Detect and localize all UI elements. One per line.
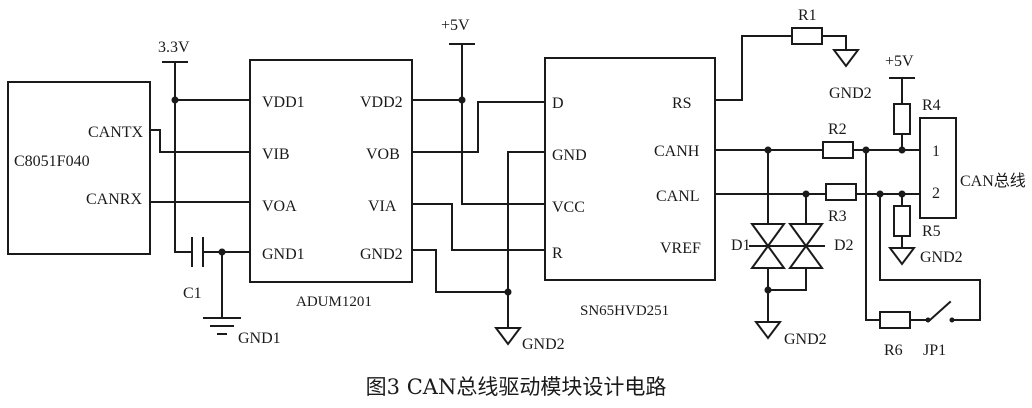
ground-gnd2-symbol	[888, 247, 916, 266]
ground-gnd2-symbol	[832, 49, 860, 68]
switch-jp1	[928, 300, 952, 322]
isolator-chip	[249, 59, 413, 283]
iso-pin-gnd2: GND2	[360, 246, 403, 263]
transceiver-name: SN65HVD251	[580, 303, 669, 319]
label-gnd2-c: GND2	[784, 331, 827, 348]
label-gnd2-a: GND2	[522, 336, 565, 353]
wire-via-r	[411, 203, 546, 251]
junction	[504, 288, 512, 296]
resistor-r6	[879, 311, 911, 329]
iso-pin-gnd1: GND1	[262, 246, 305, 263]
tx-pin-vref: VREF	[660, 240, 701, 257]
tx-pin-vcc: VCC	[552, 199, 585, 216]
wire-5v-r4	[889, 77, 915, 105]
wire-3v3-rail	[162, 61, 188, 247]
connector-label: CAN总线	[960, 172, 1026, 190]
ground-gnd2-symbol	[754, 321, 782, 340]
label-r5: R5	[922, 223, 941, 240]
connector-pin-2: 2	[932, 185, 940, 202]
tx-pin-canl: CANL	[656, 188, 700, 205]
resistor-r2	[822, 141, 854, 159]
ground-gnd2-symbol	[494, 327, 522, 346]
wire-cantx	[149, 129, 251, 153]
junction	[949, 317, 955, 323]
iso-pin-via: VIA	[368, 198, 397, 215]
label-r1: R1	[798, 7, 817, 24]
resistor-r3	[825, 183, 857, 201]
tx-pin-gnd: GND	[552, 147, 587, 164]
resistor-r4	[893, 103, 911, 135]
wire-tx-gnd	[507, 151, 546, 329]
wire-gnd2-iso	[411, 249, 509, 293]
tx-pin-r: R	[552, 245, 563, 262]
label-3v3: 3.3V	[158, 39, 190, 56]
ground-gnd1-symbol	[203, 317, 241, 335]
wire-canh-r6	[865, 149, 881, 321]
mcu-chip	[7, 81, 151, 255]
wire-rs	[714, 35, 793, 101]
label-r6: R6	[884, 342, 903, 359]
iso-pin-vob: VOB	[366, 146, 400, 163]
wire-5v-rail	[449, 43, 546, 205]
wire-diode-gnd	[767, 289, 807, 323]
label-gnd2-b: GND2	[829, 85, 872, 102]
label-jp1: JP1	[923, 342, 946, 359]
wire-vob-d	[411, 101, 546, 153]
wire-r1-gnd	[821, 35, 847, 49]
resistor-r1	[791, 27, 823, 45]
label-gnd1: GND1	[238, 330, 281, 347]
can-bus-connector	[919, 117, 957, 219]
connector-pin-1: 1	[932, 143, 940, 160]
diode-d1	[749, 223, 787, 269]
junction	[898, 146, 906, 154]
label-r2: R2	[828, 121, 847, 138]
label-c1: C1	[183, 285, 202, 302]
label-r4: R4	[922, 97, 941, 114]
iso-pin-vdd2: VDD2	[360, 94, 403, 111]
mcu-pin-cantx: CANTX	[88, 124, 144, 141]
diode-d2	[787, 223, 825, 269]
junction	[171, 96, 179, 104]
junction	[764, 286, 772, 294]
resistor-r5	[893, 205, 911, 237]
label-d1: D1	[731, 237, 751, 254]
iso-pin-vdd1: VDD1	[262, 94, 305, 111]
label-5v-a: +5V	[441, 17, 470, 34]
tx-pin-d: D	[552, 95, 564, 112]
tx-pin-canh: CANH	[654, 143, 700, 160]
mcu-pin-canrx: CANRX	[86, 191, 142, 208]
wire-jp1-canl	[879, 193, 981, 321]
transceiver-chip	[544, 57, 716, 281]
isolator-name: ADUM1201	[296, 294, 372, 310]
figure-caption: 图3 CAN总线驱动模块设计电路	[366, 375, 667, 399]
wire-c1-left	[174, 245, 193, 253]
junction	[925, 317, 931, 323]
capacitor-c1	[191, 237, 204, 267]
label-5v-b: +5V	[885, 53, 914, 70]
label-gnd2-d: GND2	[920, 249, 963, 266]
tx-pin-rs: RS	[672, 95, 692, 112]
mcu-name: C8051F040	[14, 153, 90, 170]
label-r3: R3	[828, 208, 847, 225]
iso-pin-voa: VOA	[262, 198, 297, 215]
junction	[458, 96, 466, 104]
iso-pin-vib: VIB	[262, 146, 290, 163]
label-d2: D2	[834, 237, 854, 254]
